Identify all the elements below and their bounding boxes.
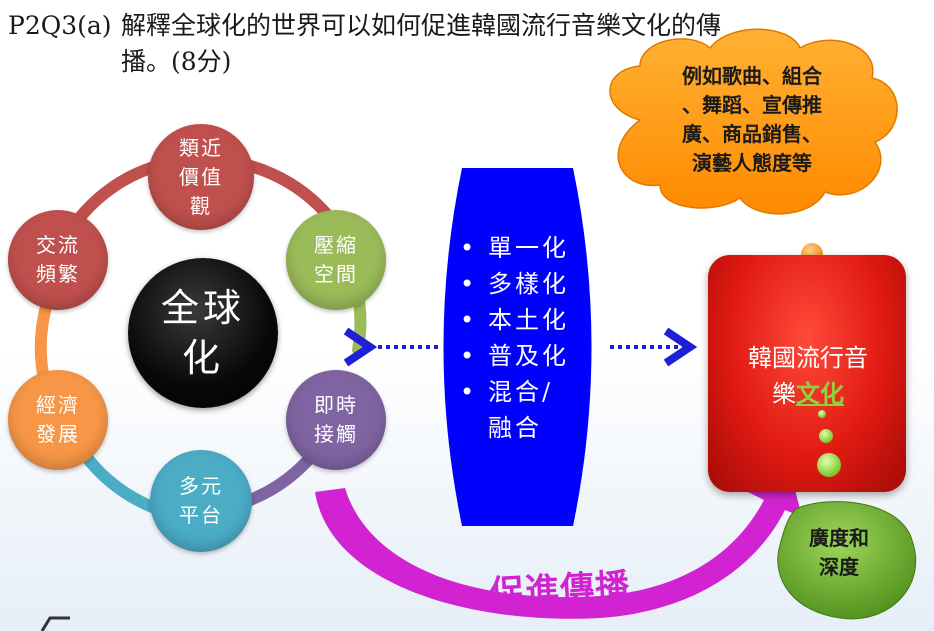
depth-blob xyxy=(777,501,917,620)
characteristics-pillar: 單一化 多樣化 本土化 普及化 混合/ 融合 xyxy=(440,168,595,526)
cloud-examples: 例如歌曲、組合 、舞蹈、宣傳推 廣、商品銷售、 演藝人態度等 xyxy=(640,62,864,178)
question-title: P2Q3(a) 解釋全球化的世界可以如何促進韓國流行音樂文化的傳 播。(8分) xyxy=(8,8,908,80)
list-item: 普及化 xyxy=(454,338,569,374)
kpop-culture-highlight: 文化 xyxy=(796,379,844,408)
promote-spread-label: 促進傳播 xyxy=(489,566,632,614)
kpop-culture-box xyxy=(708,255,906,492)
cloud-line: 演藝人態度等 xyxy=(692,151,812,175)
list-item: 單一化 xyxy=(454,230,569,266)
promote-arrow-shape xyxy=(315,470,802,619)
cloud-line: 例如歌曲、組合 xyxy=(682,64,822,88)
node-frequent-exchange: 交流 頻繁 xyxy=(8,210,108,310)
node-instant-contact: 即時 接觸 xyxy=(286,370,386,470)
node-similar-values: 類近 價值 觀 xyxy=(148,124,254,230)
breadth-depth-text: 廣度和 深度 xyxy=(809,526,869,579)
list-item: 混合/ xyxy=(454,374,569,410)
kpop-line2-prefix: 樂 xyxy=(772,380,796,408)
question-number: P2Q3(a) xyxy=(8,11,112,40)
cloud-line: 廣、商品銷售、 xyxy=(682,122,822,146)
node-multiple-platforms: 多元 平台 xyxy=(150,450,252,552)
characteristics-list: 單一化 多樣化 本土化 普及化 混合/ 融合 xyxy=(454,230,569,446)
cloud-line: 、舞蹈、宣傳推 xyxy=(682,93,822,117)
node-economic-development: 經濟 發展 xyxy=(8,370,108,470)
list-item: 多樣化 xyxy=(454,266,569,302)
kpop-line1: 韓國流行音 xyxy=(748,344,868,372)
list-item: 本土化 xyxy=(454,302,569,338)
breadth-depth-label: 廣度和 深度 xyxy=(789,524,889,582)
node-compressed-space: 壓縮 空間 xyxy=(286,210,386,310)
question-line1: 解釋全球化的世界可以如何促進韓國流行音樂文化的傳 xyxy=(121,11,722,40)
list-item: 融合 xyxy=(488,414,542,442)
kpop-culture-label: 韓國流行音 樂文化 xyxy=(716,340,900,412)
corner-mark xyxy=(40,616,70,631)
center-globalization: 全球 化 xyxy=(128,258,278,408)
thought-cloud xyxy=(609,28,898,215)
question-line2: 播。(8分) xyxy=(121,47,232,76)
